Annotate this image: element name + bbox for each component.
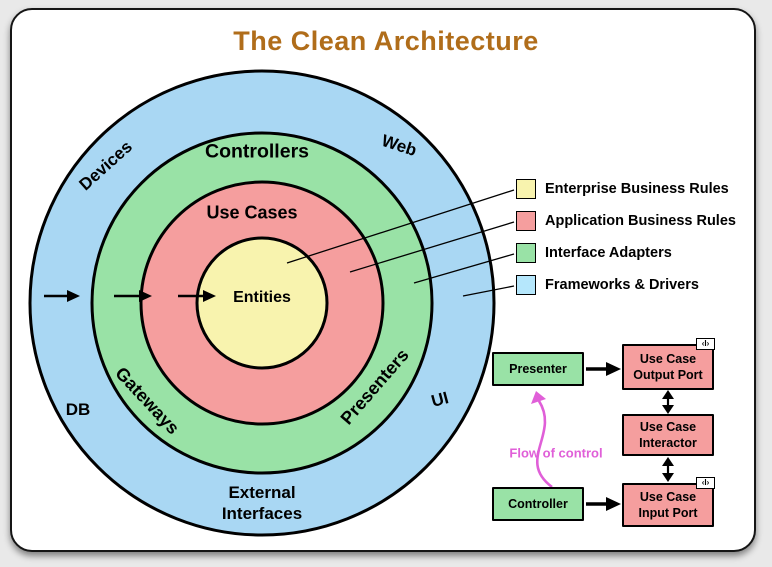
use-case-interactor-label: Use Case Interactor xyxy=(639,419,697,450)
presenter-box-label: Presenter xyxy=(509,361,567,376)
legend-swatch-green xyxy=(516,243,536,263)
flow-of-control-label: Flow of control xyxy=(509,445,603,461)
use-case-interactor-box: Use Case Interactor xyxy=(622,414,714,456)
label-entities: Entities xyxy=(233,289,291,306)
legend-label: Frameworks & Drivers xyxy=(545,277,699,293)
presenter-box: Presenter xyxy=(492,352,584,386)
label-db: DB xyxy=(65,400,91,419)
legend-item-application: Application Business Rules xyxy=(516,211,736,231)
use-case-input-port-label: Use Case Input Port xyxy=(638,489,698,520)
legend-swatch-red xyxy=(516,211,536,231)
interface-flag-icon: ‹I› xyxy=(696,338,715,350)
legend-item-enterprise: Enterprise Business Rules xyxy=(516,179,729,199)
label-controllers: Controllers xyxy=(204,140,310,163)
use-case-output-port-label: Use Case Output Port xyxy=(633,351,703,382)
label-external-interfaces: External Interfaces xyxy=(221,482,303,523)
legend-label: Enterprise Business Rules xyxy=(545,181,729,197)
legend-label: Interface Adapters xyxy=(545,245,672,261)
use-case-output-port-box: Use Case Output Port xyxy=(622,344,714,390)
legend-swatch-blue xyxy=(516,275,536,295)
interface-flag-icon: ‹I› xyxy=(696,477,715,489)
legend-item-adapters: Interface Adapters xyxy=(516,243,672,263)
label-use-cases: Use Cases xyxy=(206,202,298,223)
legend-label: Application Business Rules xyxy=(545,213,736,229)
page-title: The Clean Architecture xyxy=(233,26,539,56)
use-case-input-port-box: Use Case Input Port xyxy=(622,483,714,527)
legend-item-frameworks: Frameworks & Drivers xyxy=(516,275,699,295)
controller-box: Controller xyxy=(492,487,584,521)
legend-swatch-yellow xyxy=(516,179,536,199)
controller-box-label: Controller xyxy=(508,496,568,511)
